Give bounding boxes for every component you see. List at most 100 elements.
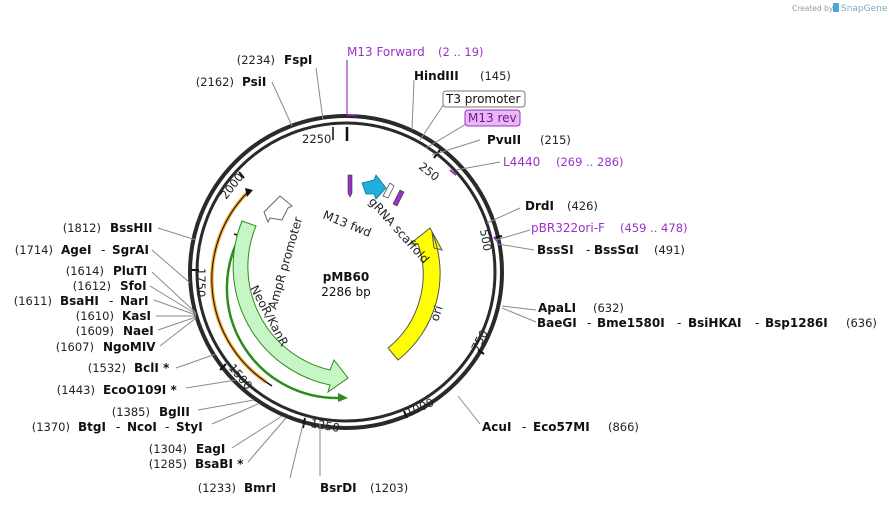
ampr-promoter-feature [263, 195, 293, 224]
site-agei-name[interactable]: AgeI [61, 243, 91, 257]
site-bsssi-name[interactable]: BssSI [537, 243, 574, 257]
site-acui-pos: (866) [608, 420, 639, 434]
site-bsabi-name[interactable]: BsaBI * [195, 457, 244, 471]
ori-label: ori [428, 304, 446, 323]
site-pvuii-name[interactable]: PvuII [487, 133, 521, 147]
orange-arc-end [265, 381, 273, 387]
site-pluti-name[interactable]: PluTI [113, 264, 147, 278]
site-ngomiv-name[interactable]: NgoMIV [103, 340, 156, 354]
site-bcli-pos: (1532) [88, 361, 126, 375]
baegi-leader [501, 307, 537, 323]
site-bglii-pos: (1385) [112, 405, 150, 419]
grna-scaffold-arrow [361, 174, 387, 200]
site-bsshii-name[interactable]: BssHII [110, 221, 152, 235]
site-bssalphai-name[interactable]: BssSαI [594, 243, 639, 257]
t3-promoter-box[interactable] [442, 90, 526, 108]
site-acui-name[interactable]: AcuI [482, 420, 511, 434]
site-bsssi-sep: - [586, 243, 590, 257]
m13rev-leader [425, 123, 467, 149]
site-apali-name[interactable]: ApaLI [538, 301, 576, 315]
site-hindiii-name[interactable]: HindIII [414, 69, 459, 83]
site-bsahi-pos: (1611) [14, 294, 52, 308]
pbr322-label[interactable]: pBR322ori-F [531, 221, 605, 235]
site-hindiii-pos: (145) [480, 69, 511, 83]
pbr322-range: (459 .. 478) [620, 221, 688, 235]
m13-forward-range: (2 .. 19) [438, 45, 484, 59]
neo-kan-thin-arrowhead [338, 393, 348, 402]
drdi-leader [486, 207, 521, 224]
site-nari-name[interactable]: NarI [120, 294, 149, 308]
snapgene-icon [833, 3, 839, 12]
site-btgi-name[interactable]: BtgI [78, 420, 106, 434]
ampr-promoter-label: AmpR promoter [265, 215, 305, 311]
site-baegi-sep3: - [755, 316, 759, 330]
svg-text:2250: 2250 [302, 132, 331, 146]
site-bmri-pos: (1233) [198, 481, 236, 495]
site-bsihkai-name[interactable]: BsiHKAI [688, 316, 742, 330]
site-btgi-sep2: - [165, 420, 169, 434]
site-btgi-pos: (1370) [32, 420, 70, 434]
site-styi-name[interactable]: StyI [176, 420, 203, 434]
site-sfoi-name[interactable]: SfoI [120, 279, 147, 293]
site-ngomiv-pos: (1607) [56, 340, 94, 354]
plasmid-name: pMB60 [323, 270, 369, 284]
site-fspi-name[interactable]: FspI [284, 53, 312, 67]
site-drdi-name[interactable]: DrdI [525, 199, 554, 213]
site-baegi-pos: (636) [846, 316, 877, 330]
m13-rev-marker [392, 189, 405, 207]
site-bsrdi-pos: (1203) [370, 481, 408, 495]
m13-rev-box[interactable] [464, 109, 521, 127]
tick-1000: 1000 [403, 395, 436, 420]
site-bme1580i-name[interactable]: Bme1580I [597, 316, 665, 330]
apali-leader [501, 305, 537, 311]
site-bsahi-name[interactable]: BsaHI [60, 294, 99, 308]
site-eagi-name[interactable]: EagI [196, 442, 225, 456]
site-psii-pos: (2162) [196, 75, 234, 89]
site-bsahi-sep: - [109, 294, 113, 308]
site-eco0109i-name[interactable]: EcoO109I * [103, 383, 177, 397]
site-sgrai-name[interactable]: SgrAI [112, 243, 149, 257]
site-kasi-name[interactable]: KasI [122, 309, 151, 323]
neo-kan-feature [232, 220, 349, 394]
l4440-label[interactable]: L4440 [503, 155, 540, 169]
t3-promoter-label: T3 promoter [445, 92, 521, 106]
site-eco57mi-name[interactable]: Eco57MI [533, 420, 590, 434]
site-naei-pos: (1609) [76, 324, 114, 338]
m13-fwd-label: M13 fwd [321, 208, 373, 240]
site-kasi-pos: (1610) [76, 309, 114, 323]
pluti-leader [151, 271, 197, 314]
pbr322-leader [495, 229, 531, 241]
ngomiv-leader [159, 317, 197, 347]
sfoi-leader [149, 285, 197, 315]
bsshii-leader [157, 227, 197, 241]
bsahi-leader [153, 299, 197, 316]
pvuii-leader [431, 139, 481, 156]
m13-forward-label[interactable]: M13 Forward [347, 45, 425, 59]
site-baegi-sep1: - [587, 316, 591, 330]
site-bsp1286i-name[interactable]: Bsp1286I [765, 316, 828, 330]
backbone-inner [195, 121, 497, 423]
tick-1750: 1750 [191, 268, 208, 297]
bmri-leader [289, 423, 304, 479]
site-apali-pos: (632) [593, 301, 624, 315]
site-baegi-name[interactable]: BaeGI [537, 316, 577, 330]
eagi-leader [231, 415, 283, 449]
grna-scaffold-label: gRNA scaffold [366, 195, 432, 267]
site-psii-name[interactable]: PsiI [242, 75, 266, 89]
site-bmri-name[interactable]: BmrI [244, 481, 276, 495]
site-btgi-sep1: - [116, 420, 120, 434]
site-bsshii-pos: (1812) [63, 221, 101, 235]
site-bsabi-pos: (1285) [149, 457, 187, 471]
site-pvuii-pos: (215) [540, 133, 571, 147]
backbone-outer [188, 114, 504, 430]
neo-kan-thin-arc [225, 235, 341, 400]
site-bsrdi-name[interactable]: BsrDI [320, 481, 357, 495]
svg-text:250: 250 [416, 159, 442, 184]
site-ncoi-name[interactable]: NcoI [127, 420, 157, 434]
site-bglii-name[interactable]: BglII [159, 405, 190, 419]
site-bcli-name[interactable]: BclI * [134, 361, 170, 375]
svg-text:1250: 1250 [309, 416, 340, 435]
bsabi-leader [247, 417, 287, 463]
site-naei-name[interactable]: NaeI [123, 324, 154, 338]
svg-text:500: 500 [477, 228, 495, 252]
